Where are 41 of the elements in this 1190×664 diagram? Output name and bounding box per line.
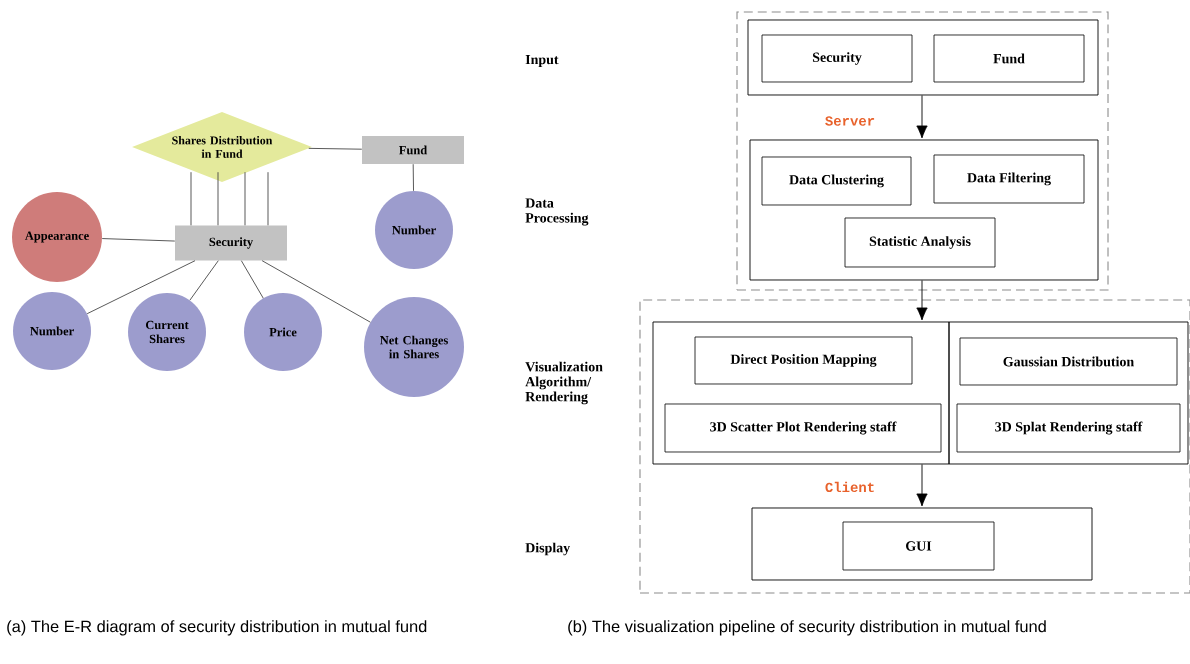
process-box: GUI — [842, 521, 995, 571]
connector-line — [261, 260, 371, 323]
stage-box — [747, 19, 1099, 96]
connector-line — [217, 171, 219, 226]
edge-label: Server — [822, 114, 878, 128]
entity-box: Fund — [362, 136, 464, 164]
connector-line — [190, 171, 192, 226]
row-label: Visualization Algorithm/ Rendering — [525, 361, 603, 405]
dashed-group-box — [736, 11, 1109, 291]
row-label: Display — [525, 542, 571, 556]
process-box: Fund — [933, 34, 1085, 83]
row-label: Input — [525, 54, 559, 68]
process-box: 3D Scatter Plot Rendering staff — [664, 403, 942, 453]
caption: (a) The E-R diagram of security distribution in mutual fund — [7, 620, 427, 636]
process-box: Security — [761, 34, 913, 83]
process-box: Direct Position Mapping — [694, 336, 913, 385]
connector-line — [101, 238, 176, 242]
edge-label: Client — [822, 479, 878, 495]
arrow — [916, 280, 928, 321]
process-box: 3D Splat Rendering staff — [956, 403, 1181, 453]
arrow — [916, 464, 928, 507]
row-label: Data Processing — [525, 198, 589, 226]
connector-line — [412, 163, 414, 192]
connector-line — [308, 147, 363, 150]
process-box: Data Filtering — [933, 154, 1085, 204]
stage-box — [948, 321, 1189, 465]
connector-line — [189, 260, 219, 301]
connector-line — [267, 171, 269, 226]
connector-line — [240, 260, 264, 299]
process-box: Gaussian Distribution — [959, 337, 1178, 386]
stage-box — [751, 507, 1093, 581]
arrow — [916, 95, 928, 139]
connector-line — [244, 171, 246, 226]
connector-line — [86, 260, 196, 315]
caption: (b) The visualization pipeline of security distribution in mutual fund — [568, 620, 1046, 636]
entity-box: Security — [175, 225, 287, 261]
stage-box — [652, 321, 950, 465]
process-box: Data Clustering — [761, 156, 912, 206]
process-box: Statistic Analysis — [844, 217, 996, 268]
stage-box — [749, 139, 1099, 281]
dashed-group-box — [639, 299, 1190, 594]
